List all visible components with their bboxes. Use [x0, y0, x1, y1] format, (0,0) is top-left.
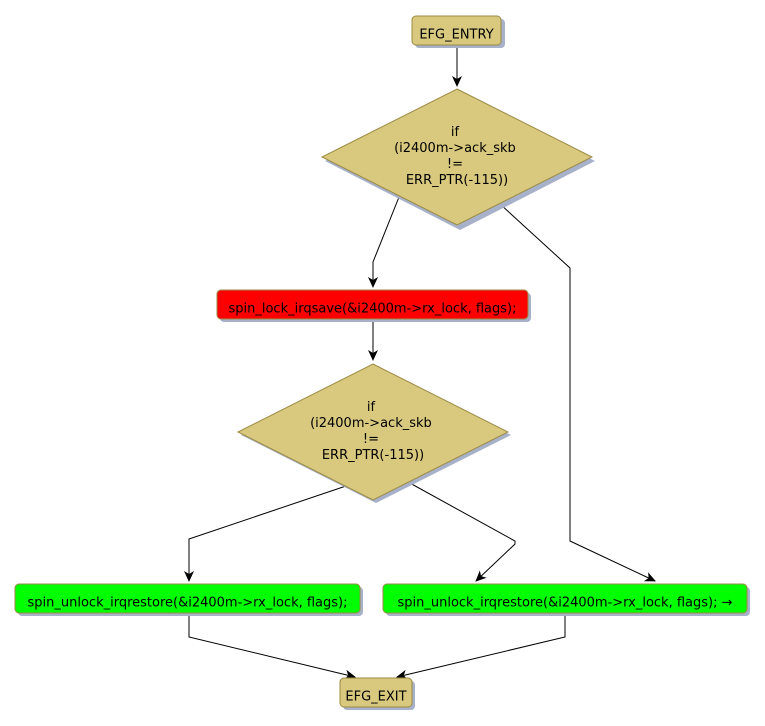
- condition-node-2[interactable]: if (i2400m->ack_skb != ERR_PTR(-115)): [236, 363, 511, 503]
- condition-1-line: !=: [447, 157, 463, 172]
- lock-label: spin_lock_irqsave(&i2400m->rx_lock, flag…: [228, 302, 516, 317]
- entry-label: EFG_ENTRY: [419, 28, 493, 43]
- edge-unlock-right-to-exit: [396, 614, 566, 680]
- condition-1-line: (i2400m->ack_skb: [394, 141, 516, 156]
- edge-unlock-left-to-exit: [188, 614, 356, 680]
- unlock-left-node[interactable]: spin_unlock_irqrestore(&i2400m->rx_lock,…: [14, 583, 363, 616]
- edge-cond1-to-unlock-right: [499, 203, 656, 582]
- edges: [184, 45, 656, 680]
- edge-cond1-to-lock: [368, 196, 400, 288]
- unlock-left-label: spin_unlock_irqrestore(&i2400m->rx_lock,…: [28, 596, 348, 611]
- condition-2-text: if (i2400m->ack_skb != ERR_PTR(-115)): [310, 400, 436, 463]
- condition-2-line: if: [367, 400, 376, 415]
- unlock-right-node[interactable]: spin_unlock_irqrestore(&i2400m->rx_lock,…: [382, 583, 750, 616]
- exit-node[interactable]: EFG_EXIT: [339, 677, 415, 710]
- condition-2-line: (i2400m->ack_skb: [310, 416, 432, 431]
- exit-label: EFG_EXIT: [345, 690, 406, 705]
- entry-node[interactable]: EFG_ENTRY: [411, 15, 505, 48]
- edge-cond2-to-unlock-left: [184, 485, 347, 582]
- condition-2-line: ERR_PTR(-115)): [322, 448, 424, 463]
- condition-1-line: if: [451, 125, 460, 140]
- lock-node[interactable]: spin_lock_irqsave(&i2400m->rx_lock, flag…: [216, 289, 531, 322]
- condition-2-line: !=: [363, 432, 379, 447]
- condition-1-text: if (i2400m->ack_skb != ERR_PTR(-115)): [394, 125, 520, 188]
- condition-node-1[interactable]: if (i2400m->ack_skb != ERR_PTR(-115)): [320, 88, 595, 230]
- condition-1-line: ERR_PTR(-115)): [406, 173, 508, 188]
- edge-cond2-to-unlock-right: [407, 481, 516, 582]
- unlock-right-label: spin_unlock_irqrestore(&i2400m->rx_lock,…: [397, 596, 732, 611]
